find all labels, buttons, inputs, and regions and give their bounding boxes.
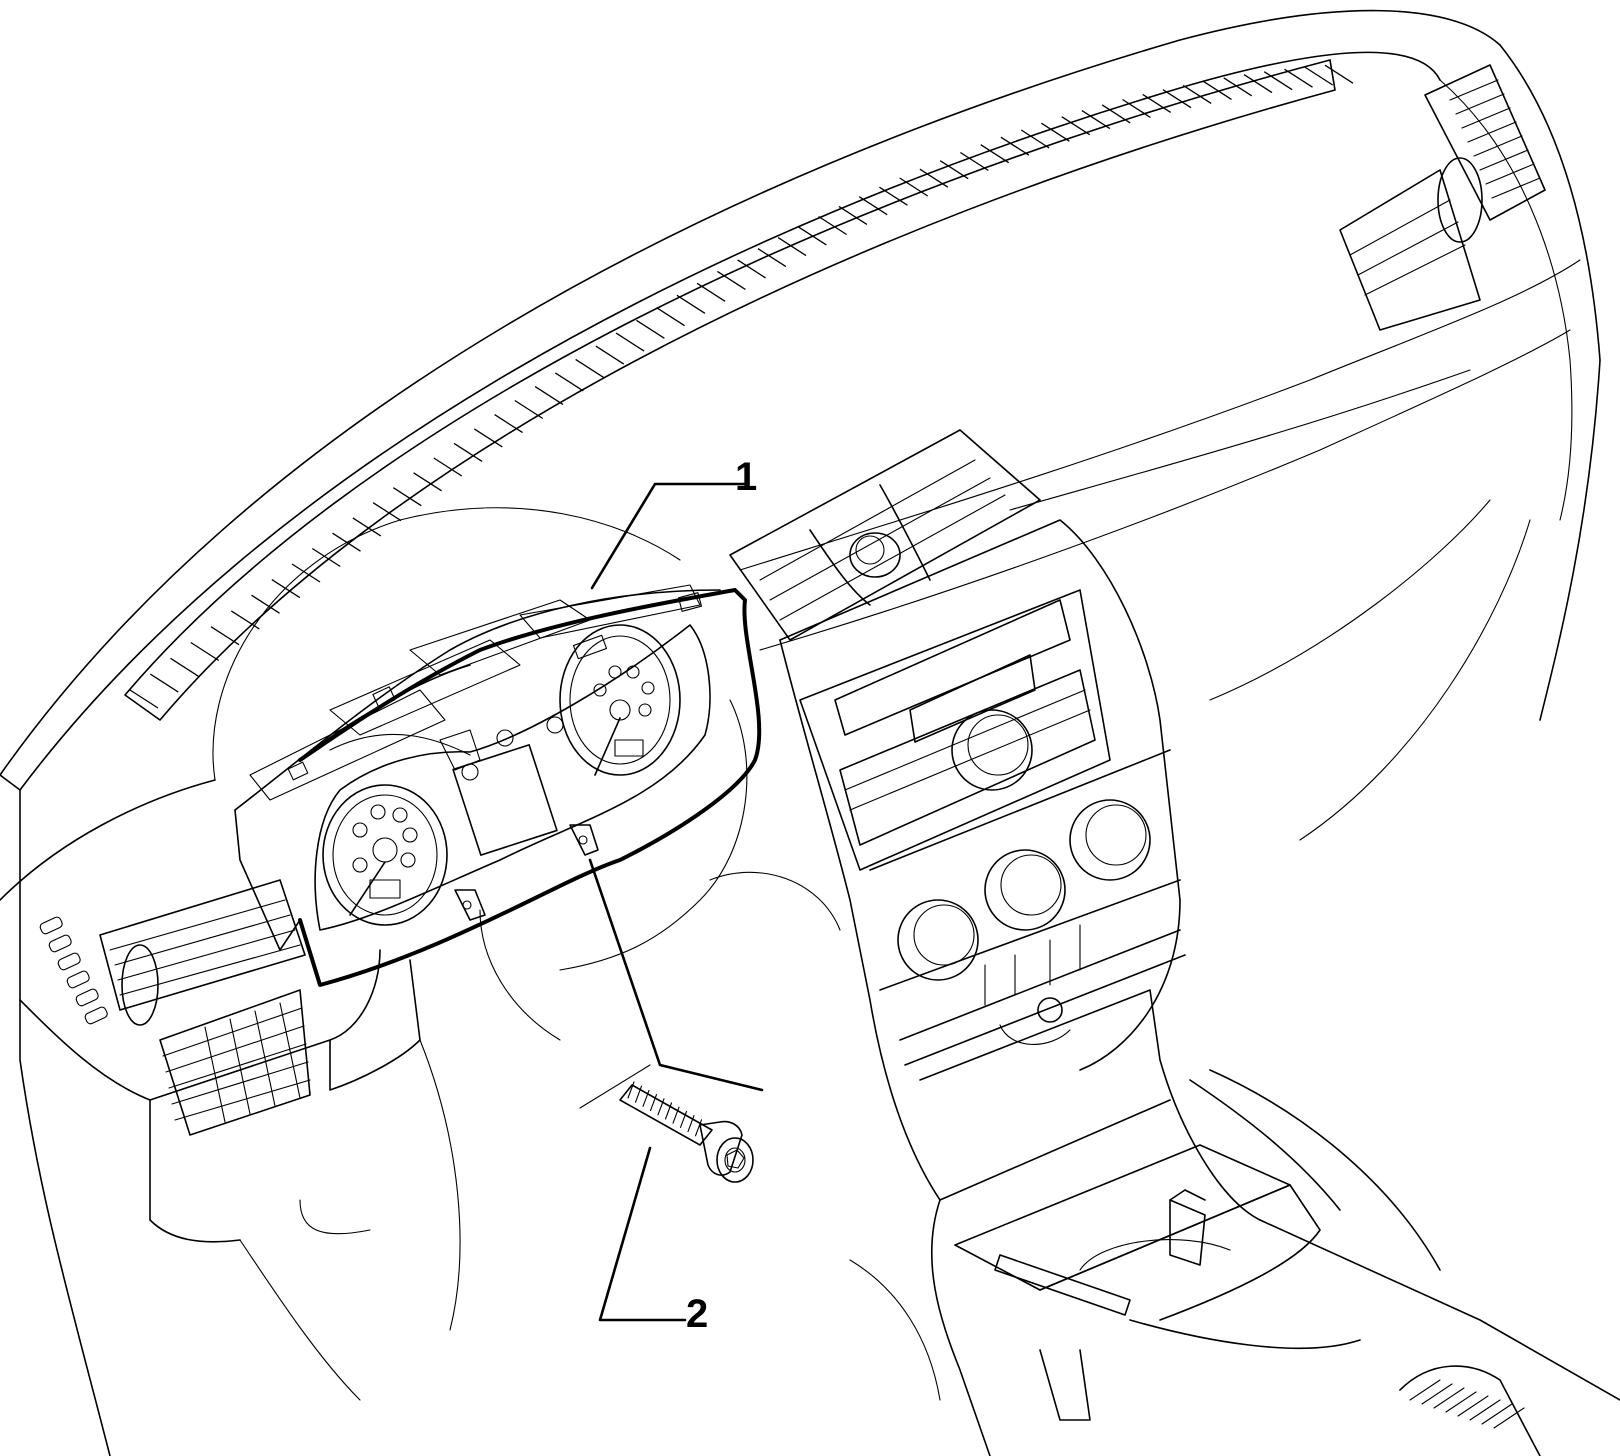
leader-line-2 xyxy=(588,858,764,1322)
climate-knob-top xyxy=(951,709,1033,791)
climate-knob-middle xyxy=(984,849,1066,931)
callout-label-2: 2 xyxy=(686,1292,708,1336)
right-gauge xyxy=(559,624,681,776)
center-display xyxy=(452,744,558,856)
left-vent xyxy=(39,879,306,1026)
center-vents xyxy=(729,429,1041,641)
left-gauge xyxy=(322,784,448,926)
climate-knob-left xyxy=(897,899,979,981)
instrument-cluster xyxy=(234,584,762,987)
center-console xyxy=(779,519,1620,1456)
climate-knob-right xyxy=(1069,799,1151,881)
steering-column-area xyxy=(212,507,841,1041)
defrost-grille xyxy=(124,59,1354,721)
dashboard-shell xyxy=(0,9,1601,1456)
fixing-screw xyxy=(619,1081,754,1183)
right-vent xyxy=(1339,64,1546,331)
leader-line-1 xyxy=(590,482,750,590)
left-knee-panel xyxy=(19,949,461,1401)
callout-label-1: 1 xyxy=(735,455,757,499)
